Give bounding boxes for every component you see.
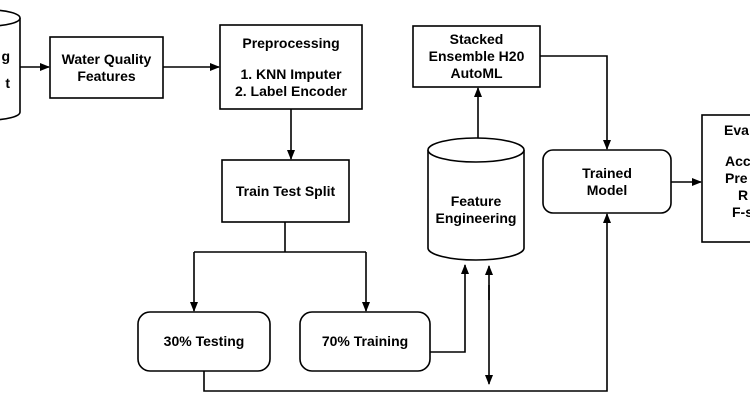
training-box xyxy=(299,311,431,372)
arrow-ensemble-to-trained-model xyxy=(540,55,611,150)
preprocessing-step-2: 2. Label Encoder xyxy=(234,82,348,99)
preprocessing-title: Preprocessing xyxy=(242,34,340,51)
train-test-split-text: Train Test Split xyxy=(235,182,336,199)
trained-model-label: Trained Model xyxy=(543,150,671,213)
feature-engineering-line1: Feature xyxy=(450,193,502,209)
trained-model-line2: Model xyxy=(586,181,628,198)
arrow-training-to-feature-engineering xyxy=(430,264,469,353)
water-quality-line1: Water Quality xyxy=(61,50,152,67)
feature-engineering-label: Feature Engineering xyxy=(428,180,524,240)
stacked-ensemble-label: Stacked Ensemble H20 AutoML xyxy=(413,26,540,87)
preprocessing-label: Preprocessing 1. KNN Imputer 2. Label En… xyxy=(220,25,362,109)
water-quality-features-box xyxy=(49,36,164,99)
evaluation-label: Eva Acc Pre R F-s xyxy=(712,122,750,237)
stacked-ensemble-line3: AutoML xyxy=(450,65,503,81)
dataset-label: g t xyxy=(0,40,10,100)
testing-text: 30% Testing xyxy=(163,333,245,349)
stacked-ensemble-line1: Stacked xyxy=(449,31,504,47)
feature-engineering-cylinder xyxy=(427,137,525,261)
dataset-label-line1: g xyxy=(1,48,10,64)
train-test-split-label: Train Test Split xyxy=(222,160,349,222)
preprocessing-step-1: 1. KNN Imputer xyxy=(240,65,342,82)
testing-label: 30% Testing xyxy=(138,312,270,371)
trained-model-line1: Trained xyxy=(582,164,632,181)
water-quality-line2: Features xyxy=(77,67,136,84)
evaluation-metric-2: Pre xyxy=(725,170,748,186)
dataset-label-line2: t xyxy=(5,75,10,91)
training-text: 70% Training xyxy=(321,333,409,349)
training-label: 70% Training xyxy=(300,312,430,371)
evaluation-metric-4: F-s xyxy=(732,204,750,220)
feature-engineering-line2: Engineering xyxy=(435,210,517,226)
arrow-testing-to-trained-model xyxy=(203,213,611,392)
evaluation-box xyxy=(701,114,750,243)
dataset-cylinder xyxy=(0,9,21,121)
evaluation-metric-3: R xyxy=(738,187,749,203)
stacked-ensemble-line2: Ensemble H20 xyxy=(428,48,525,64)
train-test-split-box xyxy=(221,159,350,223)
evaluation-metric-1: Acc xyxy=(725,153,750,169)
water-quality-features-label: Water Quality Features xyxy=(50,37,163,98)
evaluation-title: Eva xyxy=(724,122,749,138)
stacked-ensemble-box xyxy=(412,25,541,88)
